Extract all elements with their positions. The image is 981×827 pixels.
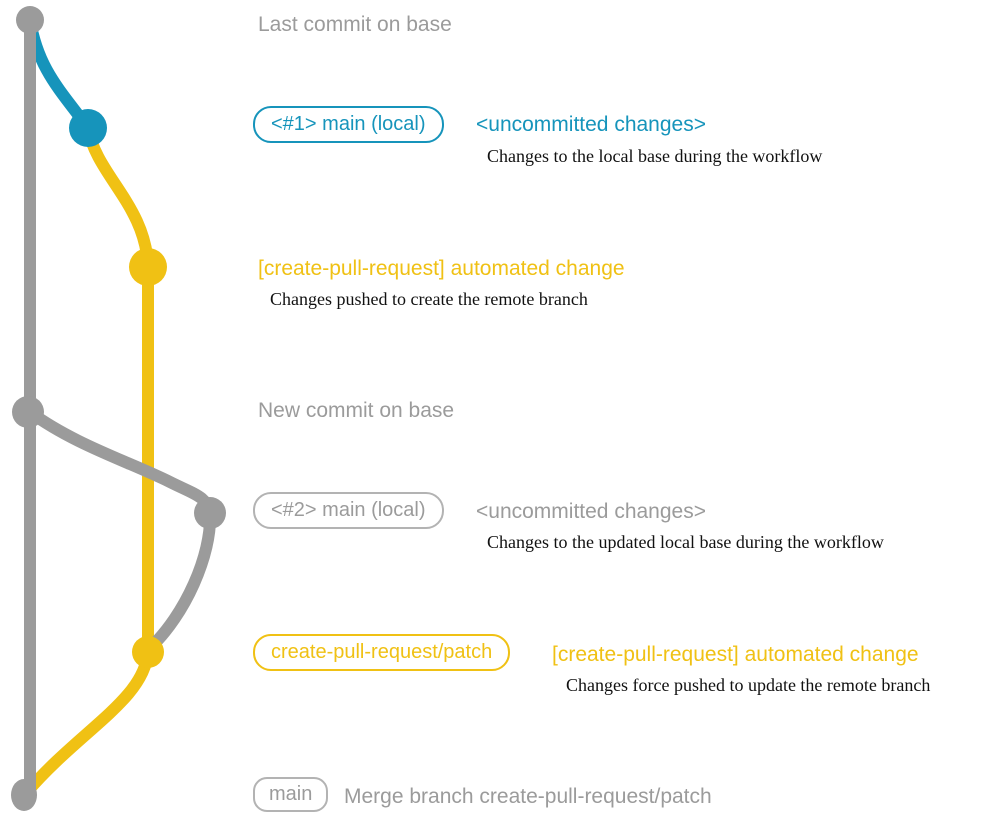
commit-dot-automated-change-2 xyxy=(132,636,164,668)
new-commit-label: New commit on base xyxy=(258,399,455,422)
uncommitted-changes-desc-2: Changes to the updated local base during… xyxy=(487,532,884,552)
last-commit-label: Last commit on base xyxy=(258,13,452,36)
yellow-branch-create-line xyxy=(82,126,154,268)
automated-change-heading-1: [create-pull-request] automated change xyxy=(258,257,625,280)
branch-badge-main-local-2: <#2> main (local) xyxy=(253,492,444,529)
uncommitted-changes-heading-1: <uncommitted changes> xyxy=(476,113,706,136)
merge-branch-label: Merge branch create-pull-request/patch xyxy=(344,785,712,808)
commit-dot-last-base xyxy=(16,6,44,34)
gray-update-branch-line xyxy=(26,407,216,515)
automated-change-heading-2: [create-pull-request] automated change xyxy=(552,643,919,666)
uncommitted-changes-desc-1: Changes to the local base during the wor… xyxy=(487,146,823,166)
automated-change-desc-1: Changes pushed to create the remote bran… xyxy=(270,289,588,309)
commit-dot-uncommitted-1 xyxy=(69,109,107,147)
uncommitted-changes-heading-2: <uncommitted changes> xyxy=(476,500,706,523)
branch-badge-create-pull-request-patch: create-pull-request/patch xyxy=(253,634,511,671)
commit-dot-new-base xyxy=(12,396,44,428)
yellow-merge-line xyxy=(21,651,154,797)
commit-dot-merge xyxy=(11,779,37,811)
automated-change-desc-2: Changes force pushed to update the remot… xyxy=(566,675,931,695)
commit-dot-automated-change-1 xyxy=(129,248,167,286)
commit-dot-uncommitted-2 xyxy=(194,497,226,529)
branch-badge-main: main xyxy=(253,777,329,812)
gray-rebase-merge-line xyxy=(145,512,217,653)
branch-badge-main-local-1: <#1> main (local) xyxy=(253,106,444,143)
